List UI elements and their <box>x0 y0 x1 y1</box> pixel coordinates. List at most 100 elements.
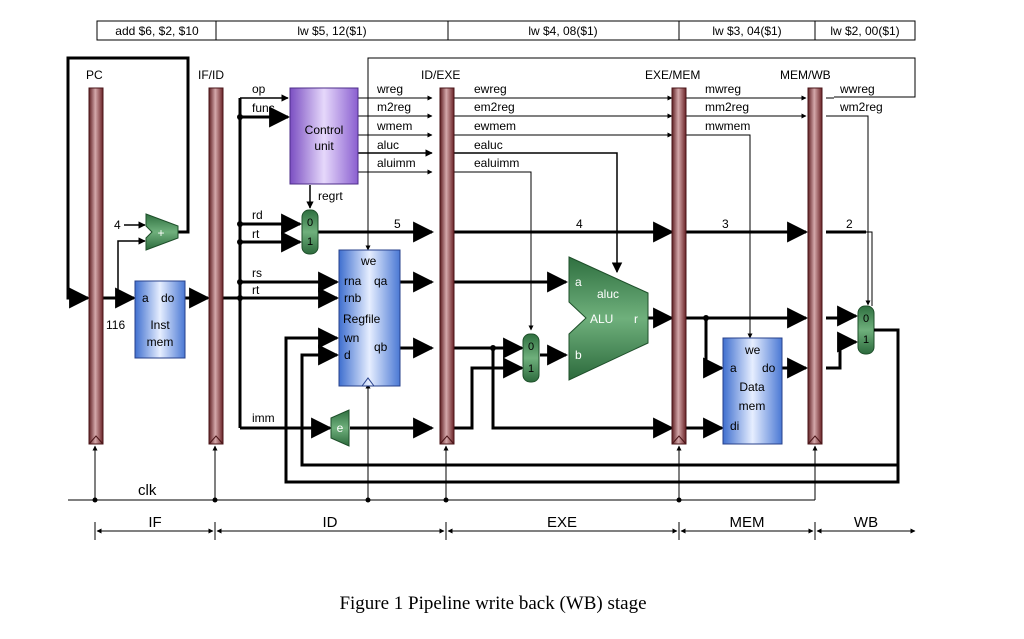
signal-m2reg: m2reg <box>377 100 411 114</box>
instruction-cell: lw $3, 04($1) <box>712 24 781 38</box>
signal-ealuimm: ealuimm <box>474 156 519 170</box>
signal-aluc: aluc <box>377 138 399 152</box>
stage-id: ID <box>323 514 338 531</box>
ifid-register <box>208 87 224 445</box>
stage-exe: EXE <box>547 514 577 531</box>
mux-input-1-label: 1 <box>307 236 313 248</box>
inst-mem-a-port: a <box>142 291 149 305</box>
signal-mwmem: mwmem <box>705 119 750 133</box>
signal-rd: rd <box>252 208 263 222</box>
signal-mwreg: mwreg <box>705 82 741 96</box>
stage-mem: MEM <box>730 514 765 531</box>
datamem-we-port: we <box>744 343 761 357</box>
regfile-wn-port: wn <box>343 331 359 345</box>
exemem-register <box>671 87 687 445</box>
mux-input-1-label: 1 <box>863 334 869 346</box>
signal-rt: rt <box>252 227 260 241</box>
inst-mem-label: Inst <box>150 318 170 332</box>
instruction-cell: lw $2, 00($1) <box>830 24 899 38</box>
pipeline-registers <box>88 87 823 445</box>
signal-rs: rs <box>252 266 262 280</box>
ifid-register-label: IF/ID <box>198 68 224 82</box>
signal-ewreg: ewreg <box>474 82 507 96</box>
datamem-title: Data <box>739 380 765 394</box>
constant-116-label: 116 <box>106 318 125 332</box>
idexe-register <box>439 87 455 445</box>
signal-ealuc: ealuc <box>474 138 503 152</box>
regfile-rnb-port: rnb <box>344 291 362 305</box>
register-number-5: 5 <box>394 217 401 231</box>
regfile-we-port: we <box>360 254 377 268</box>
signal-wmem: wmem <box>376 119 412 133</box>
signal-wm2reg: wm2reg <box>839 100 883 114</box>
pc-adder: + <box>145 213 179 251</box>
register-number-2: 2 <box>846 217 853 231</box>
pc-register-label: PC <box>86 68 103 82</box>
register-number-3: 3 <box>722 217 729 231</box>
control-unit-label: Control <box>305 123 344 137</box>
signal-wwreg: wwreg <box>839 82 875 96</box>
register-number-4: 4 <box>576 217 583 231</box>
datamem-a-port: a <box>730 361 737 375</box>
stage-if: IF <box>148 514 161 531</box>
regfile-title: Regfile <box>343 312 381 326</box>
register-file: we rna qa rnb Regfile wn qb d <box>338 249 401 387</box>
datamem-di-port: di <box>730 419 739 433</box>
instruction-cell: lw $4, 08($1) <box>528 24 597 38</box>
constant-4-label: 4 <box>114 218 121 232</box>
signal-func: func <box>252 101 275 115</box>
instruction-table: add $6, $2, $10 lw $5, 12($1) lw $4, 08(… <box>96 20 916 41</box>
signal-wreg: wreg <box>376 82 403 96</box>
signal-op: op <box>252 82 266 96</box>
exemem-register-label: EXE/MEM <box>645 68 700 82</box>
memwb-register <box>807 87 823 445</box>
sign-extend-unit: e <box>330 409 350 447</box>
wires <box>66 56 916 503</box>
mux-input-1-label: 1 <box>528 363 534 375</box>
mux-input-0-label: 0 <box>863 313 869 325</box>
instruction-memory: a do Inst mem <box>134 280 186 359</box>
regrt-mux: 0 1 <box>301 209 319 255</box>
instruction-cell: lw $5, 12($1) <box>297 24 366 38</box>
control-unit: Control unit <box>289 87 359 185</box>
sign-extend-label: e <box>337 421 344 435</box>
figure-caption: Figure 1 Pipeline write back (WB) stage <box>339 593 646 614</box>
idexe-register-label: ID/EXE <box>421 68 460 82</box>
stage-scale: IF ID EXE MEM WB <box>94 514 916 540</box>
alu-title: ALU <box>590 312 613 326</box>
mux-input-0-label: 0 <box>307 217 313 229</box>
memwb-register-label: MEM/WB <box>780 68 831 82</box>
alu-a-port: a <box>575 275 582 289</box>
signal-aluimm: aluimm <box>377 156 416 170</box>
alu-aluc-port: aluc <box>597 287 619 301</box>
clock-label: clk <box>138 482 157 499</box>
signal-rt: rt <box>252 283 260 297</box>
regfile-rna-port: rna <box>344 274 362 288</box>
datamem-do-port: do <box>762 361 776 375</box>
mux-input-0-label: 0 <box>528 341 534 353</box>
alu-r-port: r <box>634 312 638 326</box>
signal-regrt: regrt <box>318 189 343 203</box>
inst-mem-do-port: do <box>161 291 175 305</box>
alu: a aluc ALU r b <box>568 256 649 381</box>
stage-wb: WB <box>854 514 878 531</box>
data-memory: we a do Data mem di <box>722 337 783 445</box>
pc-register <box>88 87 104 445</box>
writeback-mux: 0 1 <box>857 305 875 355</box>
alusrc-mux: 0 1 <box>522 333 540 383</box>
signal-mm2reg: mm2reg <box>705 100 749 114</box>
signal-labels: op func rd rt rs rt imm regrt wreg m2reg… <box>138 82 883 499</box>
control-unit-label: unit <box>314 139 334 153</box>
instruction-cell: add $6, $2, $10 <box>115 24 199 38</box>
inst-mem-label: mem <box>147 335 174 349</box>
regfile-qa-port: qa <box>374 274 388 288</box>
signal-imm: imm <box>252 411 275 425</box>
alu-b-port: b <box>575 348 582 362</box>
regfile-d-port: d <box>344 348 351 362</box>
signal-ewmem: ewmem <box>474 119 516 133</box>
adder-plus-label: + <box>157 226 164 240</box>
regfile-qb-port: qb <box>374 340 388 354</box>
datamem-title: mem <box>739 399 766 413</box>
signal-em2reg: em2reg <box>474 100 515 114</box>
